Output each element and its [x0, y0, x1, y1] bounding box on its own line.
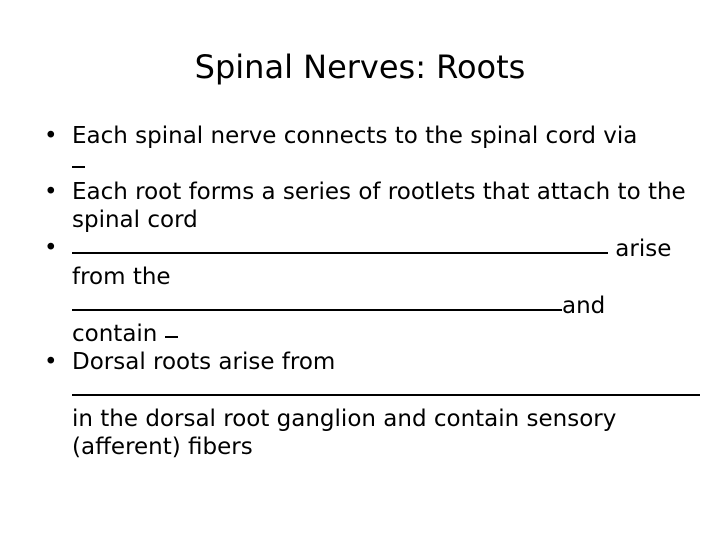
bullet-4-lead: Dorsal roots arise from [72, 349, 336, 375]
bullet-1-text: Each spinal nerve connects to the spinal… [72, 122, 696, 178]
list-item: • Each root forms a series of rootlets t… [36, 178, 696, 234]
bullet-glyph-icon: • [44, 235, 58, 261]
bullet-4-blank-1 [72, 376, 700, 396]
slide-body: • Each spinal nerve connects to the spin… [36, 122, 700, 461]
bullet-3-blank-1 [72, 234, 608, 254]
list-item: • Each spinal nerve connects to the spin… [36, 122, 696, 178]
bullet-3-segment-1: arise from the [72, 236, 672, 290]
bullet-3-segment-2: and contain [72, 293, 606, 347]
list-item: • Dorsal roots arise from in the dorsal … [36, 348, 700, 461]
bullet-2-text: Each root forms a series of rootlets tha… [72, 179, 686, 233]
bullet-1-blank [72, 154, 85, 168]
bullet-3-blank-3 [164, 324, 178, 338]
bullet-4-text: Dorsal roots arise from in the dorsal ro… [72, 348, 700, 461]
bullet-3-blank-2 [72, 291, 562, 311]
bullet-glyph-icon: • [44, 179, 58, 205]
bullet-4-segment-1: in the dorsal root ganglion and contain … [72, 406, 617, 460]
bullet-1-lead: Each spinal nerve connects to the spinal… [72, 123, 638, 149]
page-title: Spinal Nerves: Roots [194, 48, 526, 86]
bullet-glyph-icon: • [44, 123, 58, 149]
bullet-glyph-icon: • [44, 349, 58, 375]
